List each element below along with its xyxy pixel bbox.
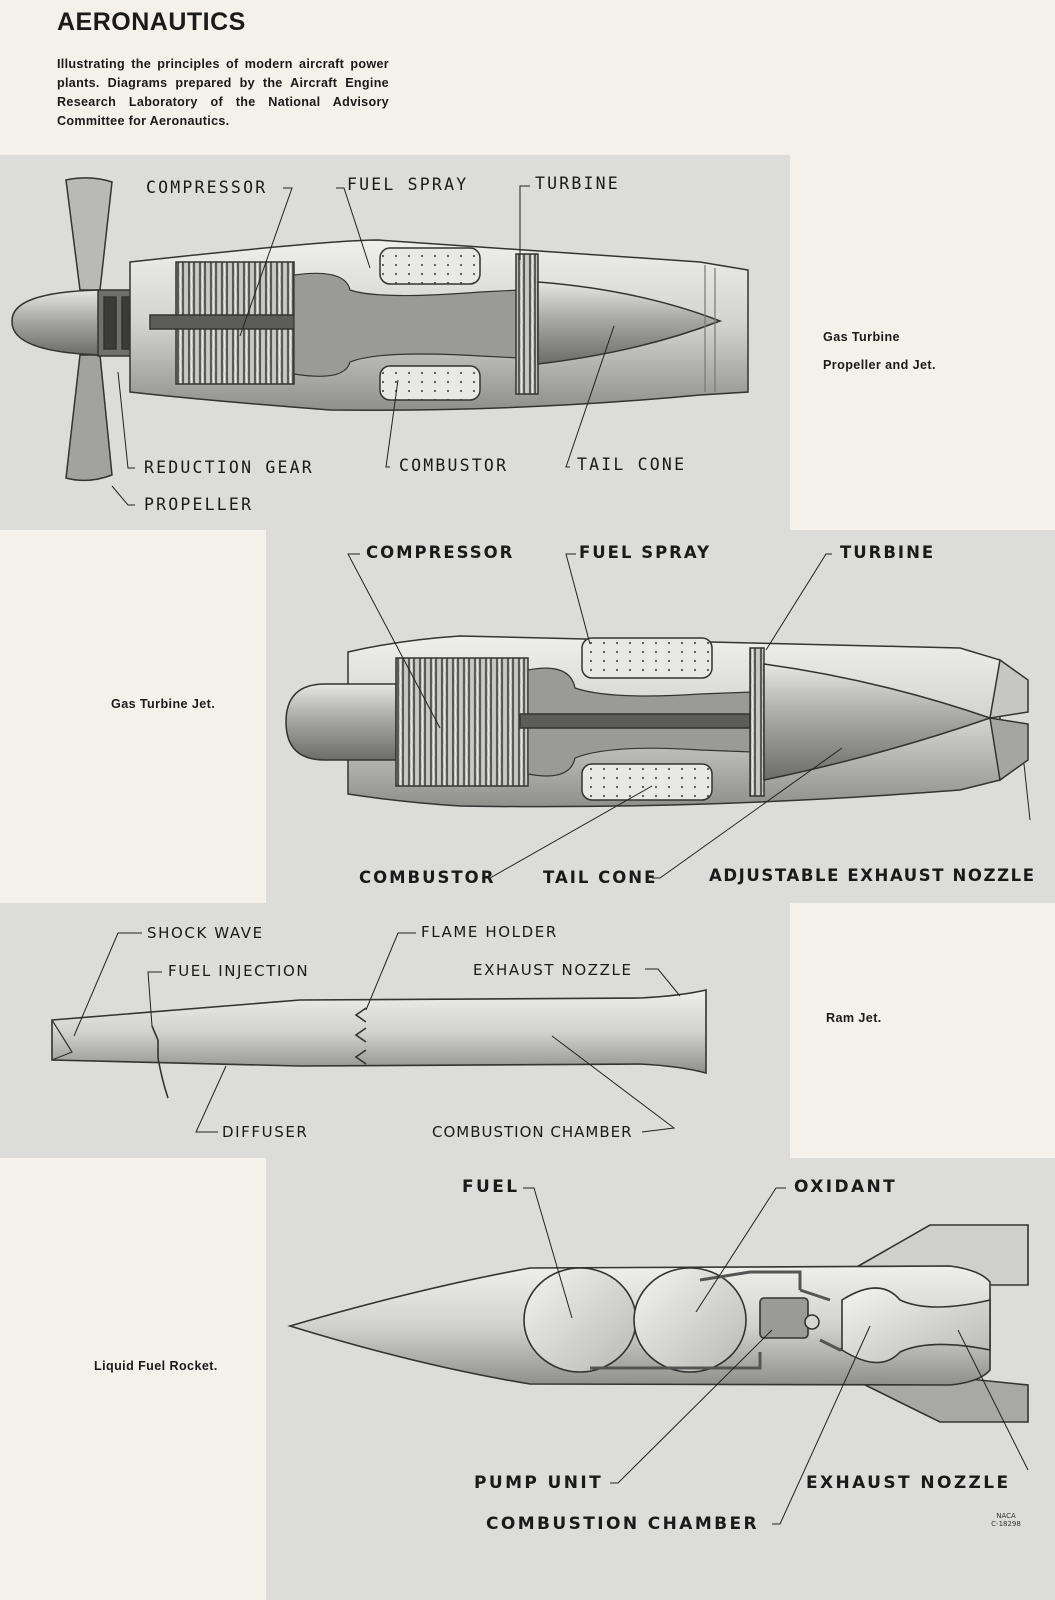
rocket-plumbing [590, 1270, 861, 1370]
ramjet-label-fuel-injection: FUEL INJECTION [168, 962, 310, 980]
turboprop-combustor-top [379, 247, 481, 285]
turbojet-label-adjustable-exhaust-nozzle: ADJUSTABLE EXHAUST NOZZLE [709, 866, 1036, 885]
ramjet-body [51, 988, 707, 1075]
oxidant-tank [633, 1267, 747, 1373]
page-title: AERONAUTICS [57, 8, 246, 36]
flame-holder-3 [354, 1049, 367, 1065]
turbojet-label-turbine: TURBINE [840, 543, 936, 562]
fuel-tank [523, 1267, 637, 1373]
rocket-label-exhaust-nozzle: EXHAUST NOZZLE [806, 1473, 1011, 1493]
ramjet-label-combustion-chamber: COMBUSTION CHAMBER [432, 1123, 633, 1141]
intro-paragraph: Illustrating the principles of modern ai… [57, 57, 389, 128]
turboprop-label-tail-cone: TAIL CONE [577, 455, 687, 474]
rocket-caption: Liquid Fuel Rocket. [94, 1359, 218, 1373]
turboprop-turbine [515, 253, 539, 395]
rocket-label-pump-unit: PUMP UNIT [474, 1473, 604, 1493]
fuel-injection-line [151, 1025, 169, 1099]
leader-lines [73, 185, 1031, 1525]
turboprop-label-combustor: COMBUSTOR [399, 456, 509, 475]
ramjet-label-exhaust-nozzle: EXHAUST NOZZLE [473, 961, 633, 979]
naca-reference-line1: NACA [996, 1512, 1016, 1520]
propeller-blade-bottom [65, 354, 113, 482]
rocket-label-combustion-chamber: COMBUSTION CHAMBER [486, 1514, 760, 1534]
spinner [11, 289, 101, 356]
rocket-diagram [287, 1224, 1029, 1423]
turboprop-combustor-bottom [379, 365, 481, 401]
rocket-combustion-chamber [841, 1287, 991, 1364]
rocket-label-fuel: FUEL [462, 1177, 520, 1197]
naca-reference-line2: C-18298 [991, 1520, 1021, 1528]
turbojet-diagram [285, 635, 1029, 808]
flame-holder-1 [354, 1007, 367, 1023]
turboprop-caption: Gas Turbine Propeller and Jet. [823, 323, 936, 379]
turbojet-label-compressor: COMPRESSOR [366, 543, 515, 562]
turbojet-caption: Gas Turbine Jet. [111, 697, 216, 711]
turboprop-label-reduction-gear: REDUCTION GEAR [144, 458, 314, 477]
adjustable-nozzle-flap-top [989, 658, 1029, 719]
adjustable-nozzle-flap-bottom [989, 717, 1029, 782]
propeller-blade-top [65, 177, 113, 291]
turbojet-combustor-bottom [581, 763, 713, 801]
ramjet-label-diffuser: DIFFUSER [222, 1123, 309, 1141]
turboprop-caption-line1: Gas Turbine [823, 330, 900, 344]
turboprop-label-propeller: PROPELLER [144, 495, 254, 514]
ramjet-caption: Ram Jet. [826, 1011, 882, 1025]
turboprop-tail-cone [537, 281, 723, 365]
turboprop-label-fuel-spray: FUEL SPRAY [347, 175, 469, 194]
turbojet-combustor-top [581, 637, 713, 679]
turbojet-label-combustor: COMBUSTOR [359, 868, 496, 887]
turbojet-inlet-bullet [285, 683, 397, 761]
ramjet-label-flame-holder: FLAME HOLDER [421, 923, 558, 941]
turboprop-label-turbine: TURBINE [535, 174, 620, 193]
turbojet-label-tail-cone: TAIL CONE [543, 868, 658, 887]
turboprop-diagram [11, 177, 749, 482]
ramjet-diagram [51, 988, 707, 1099]
turboprop-label-compressor: COMPRESSOR [146, 178, 268, 197]
turbojet-shaft [519, 713, 751, 729]
turbojet-compressor [395, 657, 529, 787]
turbojet-label-fuel-spray: FUEL SPRAY [579, 543, 712, 562]
naca-reference: NACA C-18298 [986, 1512, 1026, 1528]
pump-unit [759, 1297, 809, 1339]
flame-holder-2 [354, 1027, 367, 1043]
ramjet-label-shock-wave: SHOCK WAVE [147, 924, 264, 942]
rocket-label-oxidant: OXIDANT [794, 1177, 898, 1197]
turboprop-caption-line2: Propeller and Jet. [823, 358, 936, 372]
turbojet-turbine [749, 647, 765, 797]
